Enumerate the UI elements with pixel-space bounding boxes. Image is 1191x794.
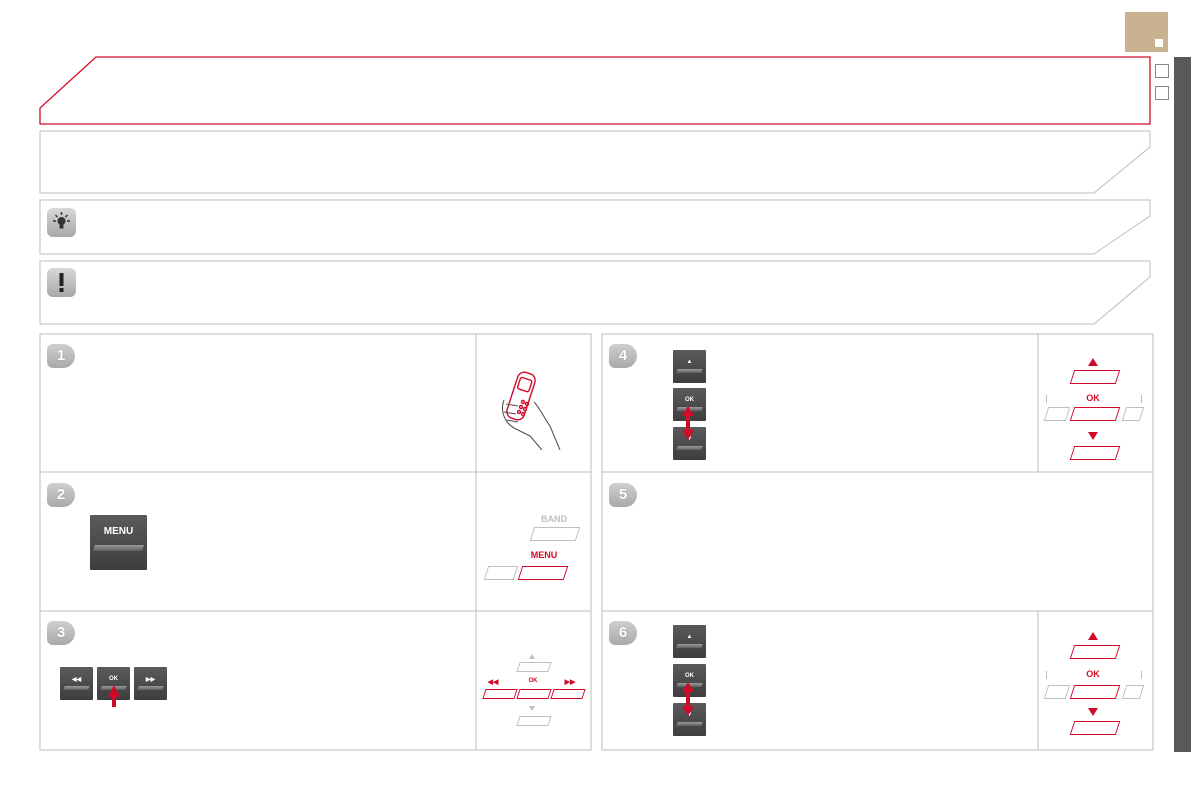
- right-step-grid: [601, 333, 1154, 751]
- next-button[interactable]: ▶▶: [134, 667, 167, 700]
- step-number-2: 2: [47, 483, 75, 507]
- left-key-outline-6: [1043, 685, 1071, 699]
- down-arrow-icon: [529, 706, 535, 711]
- left-key-outline-4: [1043, 407, 1071, 421]
- step-number-4: 4: [609, 344, 637, 368]
- up-arrow-icon-4: [1088, 358, 1098, 366]
- band-key-outline: [529, 527, 581, 541]
- lightbulb-icon: [47, 208, 76, 237]
- phone-in-hand-illustration: [501, 371, 561, 450]
- language-toggle-2[interactable]: [1155, 86, 1169, 100]
- up-key-outline-4: [1069, 370, 1121, 384]
- up-button-6[interactable]: ▲: [673, 625, 706, 658]
- menu-button[interactable]: MENU: [90, 515, 147, 570]
- frame-tick: [1046, 671, 1047, 679]
- intro-box: [39, 130, 1151, 194]
- title-banner: [39, 56, 1151, 125]
- tip-box: [39, 199, 1151, 255]
- down-arrow-icon-6: [1088, 708, 1098, 716]
- language-toggle-1[interactable]: [1155, 64, 1169, 78]
- ok-key-outline: [516, 689, 552, 699]
- scroll-up-arrow-icon-4: [682, 406, 694, 416]
- exclamation-icon: [47, 268, 76, 297]
- ok-key-outline-6: [1069, 685, 1121, 699]
- press-arrow-icon: [108, 685, 120, 697]
- ok-key-outline-4: [1069, 407, 1121, 421]
- sidebar-strip: [1174, 57, 1191, 752]
- chapter-tab-marker: [1155, 39, 1163, 47]
- frame-tick: [1141, 395, 1142, 403]
- scroll-down-arrow-icon-4: [682, 430, 694, 440]
- frame-tick: [1141, 671, 1142, 679]
- step-number-5: 5: [609, 483, 637, 507]
- scroll-arrow-shaft-4: [686, 414, 690, 432]
- rewind-icon: ◀◀: [487, 679, 499, 686]
- down-key-outline-4: [1069, 446, 1121, 460]
- press-arrow-shaft: [112, 695, 116, 707]
- ok-label-4: OK: [1086, 393, 1100, 403]
- adjacent-key-outline: [483, 566, 519, 580]
- warning-box: [39, 260, 1151, 325]
- up-arrow-icon: [529, 654, 535, 659]
- menu-label: MENU: [530, 550, 558, 560]
- frame-tick: [1046, 395, 1047, 403]
- down-arrow-icon-4: [1088, 432, 1098, 440]
- up-arrow-icon-6: [1088, 632, 1098, 640]
- forward-key-outline: [550, 689, 586, 699]
- step-number-6: 6: [609, 621, 637, 645]
- chapter-tab: [1125, 12, 1168, 52]
- up-button[interactable]: ▲: [673, 350, 706, 383]
- rewind-key-outline: [482, 689, 518, 699]
- band-label: BAND: [541, 514, 567, 524]
- previous-button[interactable]: ◀◀: [60, 667, 93, 700]
- scroll-up-arrow-icon-6: [682, 682, 694, 692]
- forward-icon: ▶▶: [564, 679, 576, 686]
- scroll-arrow-shaft-6: [686, 690, 690, 708]
- scroll-down-arrow-icon-6: [682, 706, 694, 716]
- menu-key-outline: [517, 566, 569, 580]
- ok-label-small: OK: [528, 678, 538, 684]
- step-number-3: 3: [47, 621, 75, 645]
- step-number-1: 1: [47, 344, 75, 368]
- left-step-grid: [39, 333, 592, 751]
- down-key-outline-6: [1069, 721, 1121, 735]
- down-key-outline: [516, 716, 552, 726]
- up-key-outline-6: [1069, 645, 1121, 659]
- ok-label-6: OK: [1086, 669, 1100, 679]
- up-key-outline: [516, 662, 552, 672]
